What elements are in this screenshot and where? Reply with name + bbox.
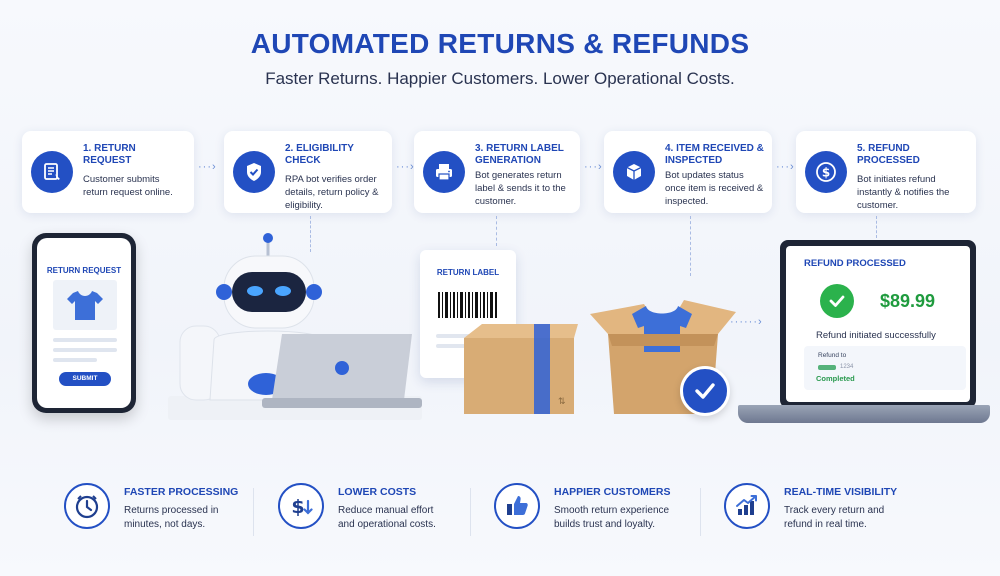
refund-to-label: Refund to xyxy=(818,352,847,359)
step-desc: Bot generates return label & sends it to… xyxy=(475,170,566,207)
shipping-box: ⇅ xyxy=(464,324,578,414)
step-desc: Bot updates status once item is received… xyxy=(665,170,764,207)
benefit-happier-customers: HAPPIER CUSTOMERS Smooth return experien… xyxy=(494,480,671,544)
refund-status: Completed xyxy=(816,374,855,383)
step-title: 4. ITEM RECEIVED & INSPECTED xyxy=(665,143,764,166)
benefit-real-time-visibility: REAL-TIME VISIBILITY Track every return … xyxy=(724,480,897,544)
printer-icon xyxy=(423,151,465,193)
benefit-divider xyxy=(470,488,471,536)
benefit-title: FASTER PROCESSING xyxy=(124,486,239,498)
step-title: 1. RETURN REQUEST xyxy=(83,143,136,166)
clock-icon xyxy=(64,483,110,529)
dollar-down-icon: $ xyxy=(278,483,324,529)
flow-arrow: ···› xyxy=(776,161,795,173)
submit-button[interactable]: SUBMIT xyxy=(59,372,111,386)
benefit-divider xyxy=(700,488,701,536)
refund-account-number: 1234 xyxy=(840,364,854,370)
box-icon xyxy=(613,151,655,193)
connector-line xyxy=(310,216,311,252)
form-line xyxy=(53,358,97,362)
flow-arrow: ···› xyxy=(396,161,415,173)
step-card-eligibility-check: 2. ELIGIBILITY CHECK RPA bot verifies or… xyxy=(224,131,392,213)
step-desc: RPA bot verifies order details, return p… xyxy=(285,174,379,211)
flow-arrow: ···› xyxy=(584,161,603,173)
refund-message: Refund initiated successfully xyxy=(816,330,936,341)
step-desc: Bot initiates refund instantly & notifie… xyxy=(857,174,950,211)
connector-line xyxy=(690,216,691,276)
form-line xyxy=(53,338,117,342)
shield-check-icon xyxy=(233,151,275,193)
success-check-icon xyxy=(820,284,854,318)
benefit-divider xyxy=(253,488,254,536)
robot-illustration xyxy=(168,233,422,420)
laptop-base xyxy=(738,405,990,423)
refund-title: REFUND PROCESSED xyxy=(804,258,906,269)
dollar-icon: $ xyxy=(805,151,847,193)
verified-check-icon xyxy=(680,366,730,416)
label-line xyxy=(436,344,486,348)
page-subtitle: Faster Returns. Happier Customers. Lower… xyxy=(265,69,735,88)
svg-text:⇅: ⇅ xyxy=(558,397,566,407)
step-desc: Customer submits return request online. xyxy=(83,174,173,198)
step-title: 3. RETURN LABEL GENERATION xyxy=(475,143,564,166)
step-title: 2. ELIGIBILITY CHECK xyxy=(285,143,354,166)
barcode-icon xyxy=(438,292,497,318)
step-card-return-request: 1. RETURN REQUEST Customer submits retur… xyxy=(22,131,194,213)
phone-title: RETURN REQUEST xyxy=(46,266,122,275)
card-icon xyxy=(818,364,836,370)
step-card-return-label: 3. RETURN LABEL GENERATION Bot generates… xyxy=(414,131,580,213)
svg-text:$: $ xyxy=(822,166,830,180)
svg-text:$: $ xyxy=(291,496,304,518)
benefit-title: LOWER COSTS xyxy=(338,486,417,498)
refund-details: Refund to 1234 Completed xyxy=(804,346,966,390)
flow-arrow: ······› xyxy=(730,316,763,328)
refund-amount: $89.99 xyxy=(880,291,936,311)
thumbs-up-icon xyxy=(494,483,540,529)
page-title: AUTOMATED RETURNS & REFUNDS xyxy=(250,28,750,59)
step-card-item-received: 4. ITEM RECEIVED & INSPECTED Bot updates… xyxy=(604,131,772,213)
connector-line xyxy=(876,216,877,238)
refund-account: 1234 xyxy=(818,364,853,370)
tshirt-icon xyxy=(53,280,117,330)
connector-line xyxy=(496,216,497,246)
phone-screen: RETURN REQUEST SUBMIT xyxy=(37,238,131,408)
return-label-title: RETURN LABEL xyxy=(436,268,500,277)
chart-up-icon xyxy=(724,483,770,529)
step-card-refund-processed: $ 5. REFUND PROCESSED Bot initiates refu… xyxy=(796,131,976,213)
laptop-illustration: REFUND PROCESSED $89.99 Refund initiated… xyxy=(780,240,976,408)
flow-arrow: ···› xyxy=(198,161,217,173)
benefit-title: REAL-TIME VISIBILITY xyxy=(784,486,898,498)
form-icon xyxy=(31,151,73,193)
step-title: 5. REFUND PROCESSED xyxy=(857,143,920,166)
phone-illustration: RETURN REQUEST SUBMIT xyxy=(32,233,136,413)
form-line xyxy=(53,348,117,352)
refund-screen: REFUND PROCESSED $89.99 Refund initiated… xyxy=(786,246,970,402)
benefit-title: HAPPIER CUSTOMERS xyxy=(554,486,671,498)
